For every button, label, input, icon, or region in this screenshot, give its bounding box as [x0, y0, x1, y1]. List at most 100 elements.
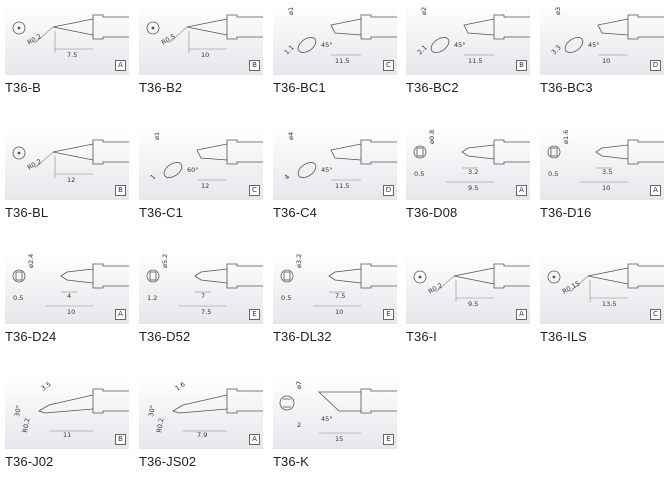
- tip-name[interactable]: T36-J02: [5, 454, 54, 469]
- end-view-blade: [550, 147, 558, 157]
- bevel-face: [297, 162, 317, 178]
- tip-barrel: [360, 388, 397, 414]
- bevel-outline: [330, 143, 362, 161]
- tip-name[interactable]: T36-C4: [273, 205, 317, 220]
- end-view-blade: [149, 271, 157, 281]
- tip-name[interactable]: T36-D08: [406, 205, 458, 220]
- chisel-outline: [328, 268, 362, 284]
- grade-badge: A: [115, 309, 126, 320]
- tip-barrel: [493, 139, 530, 165]
- tip-name[interactable]: T36-I: [406, 329, 437, 344]
- tip-barrel: [627, 139, 664, 165]
- diameter-label: ø3: [554, 7, 562, 15]
- end-view-circle: [280, 269, 294, 283]
- tip-name[interactable]: T36-D16: [540, 205, 592, 220]
- tip-name[interactable]: T36-BL: [5, 205, 49, 220]
- tip-diagram: R0.510: [146, 14, 263, 59]
- diameter-label: ø7: [295, 381, 303, 389]
- tip-barrel: [92, 263, 129, 289]
- tip-barrel: [627, 14, 664, 40]
- bent-outline: [172, 394, 228, 414]
- tip-name[interactable]: T36-D24: [5, 329, 57, 344]
- tip-name[interactable]: T36-B: [5, 80, 41, 95]
- radius-label: R0.2: [26, 32, 43, 46]
- tip-name[interactable]: T36-DL32: [273, 329, 332, 344]
- end-view-circle: [413, 145, 427, 159]
- end-view-dot: [17, 26, 21, 30]
- tip-name[interactable]: T36-JS02: [139, 454, 197, 469]
- end-view-circle: [146, 21, 160, 35]
- grade-badge: E: [383, 434, 394, 445]
- length-label: 7.5: [67, 51, 77, 59]
- bevel-outline: [196, 143, 228, 161]
- length-label: 9.5: [468, 184, 478, 192]
- tip-name[interactable]: T36-K: [273, 454, 309, 469]
- grade-badge: E: [383, 309, 394, 320]
- tip-barrel: [92, 388, 129, 414]
- tip-name[interactable]: T36-BC3: [540, 80, 593, 95]
- end-view-circle: [12, 146, 26, 160]
- angle-label: 60°: [187, 166, 199, 174]
- length-label: 11.5: [468, 57, 482, 65]
- grade-badge: D: [383, 185, 394, 196]
- end-view-circle: [146, 269, 160, 283]
- tip-barrel: [360, 139, 397, 165]
- tip-name[interactable]: T36-ILS: [540, 329, 587, 344]
- end-view-circle: [12, 21, 26, 35]
- tip-name[interactable]: T36-C1: [139, 205, 183, 220]
- length-label: 12: [67, 176, 75, 184]
- tip-name[interactable]: T36-B2: [139, 80, 183, 95]
- tip-name[interactable]: T36-BC1: [273, 80, 326, 95]
- bevel-face: [297, 37, 317, 53]
- diameter-label: ø3.2: [295, 254, 303, 268]
- tip-name[interactable]: T36-D52: [139, 329, 191, 344]
- grade-badge: C: [249, 185, 260, 196]
- bevel-size-label: 1: [149, 173, 158, 182]
- angle-label: 45°: [321, 166, 333, 174]
- grade-badge: B: [115, 434, 126, 445]
- tip-name[interactable]: T36-BC2: [406, 80, 459, 95]
- bevel-face: [430, 37, 450, 53]
